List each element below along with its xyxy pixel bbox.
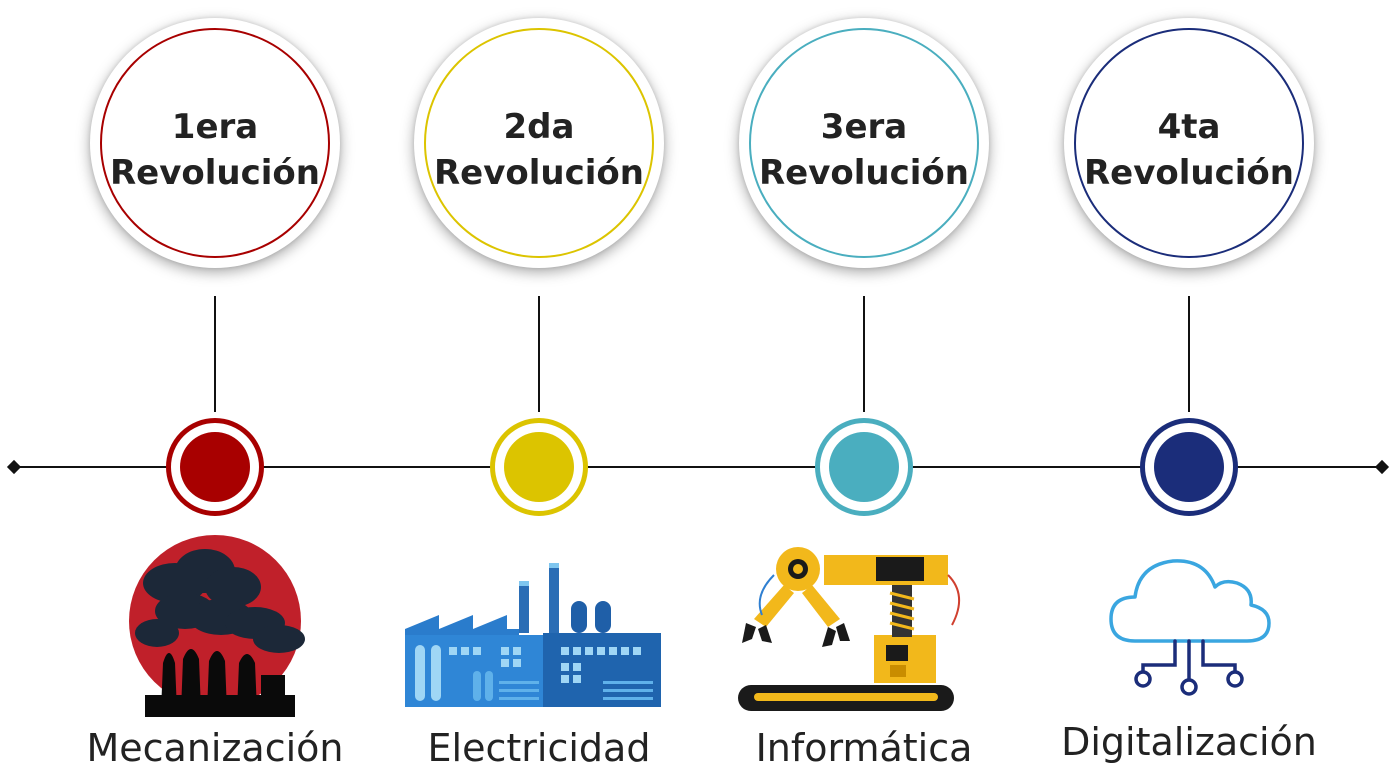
stage-4-node	[1140, 418, 1238, 516]
stage-3-caption: Informática	[755, 726, 973, 770]
stage-2-node	[490, 418, 588, 516]
stage-1-title-circle: 1era Revolución	[90, 18, 340, 268]
stage-1-title: 1era Revolución	[90, 104, 340, 196]
factory-smoke-icon	[65, 535, 365, 725]
stage-1-title-word: Revolución	[110, 153, 320, 193]
stage-4-title-word: Revolución	[1084, 153, 1294, 193]
stage-3: 3era Revolución	[734, 0, 994, 777]
timeline-start-marker	[6, 459, 22, 475]
stage-3-title-number: 3era	[820, 107, 908, 147]
stage-1-connector	[214, 296, 216, 412]
stage-4-title-number: 4ta	[1157, 107, 1221, 147]
stage-1: 1era Revolución	[85, 0, 345, 777]
stage-3-connector	[863, 296, 865, 412]
stage-3-title: 3era Revolución	[739, 104, 989, 196]
stage-2-title-circle: 2da Revolución	[414, 18, 664, 268]
stage-3-ring	[749, 28, 979, 258]
stage-2: 2da Revolución	[405, 0, 669, 777]
stage-2-connector	[538, 296, 540, 412]
stage-2-title-number: 2da	[503, 107, 575, 147]
stage-4-node-dot	[1154, 432, 1224, 502]
stage-3-title-circle: 3era Revolución	[739, 18, 989, 268]
stage-1-node	[166, 418, 264, 516]
stage-2-node-dot	[504, 432, 574, 502]
stage-1-caption: Mecanización	[86, 726, 344, 770]
stage-1-ring	[100, 28, 330, 258]
stage-3-title-word: Revolución	[759, 153, 969, 193]
robotic-arm-icon	[714, 535, 1014, 725]
stage-4-connector	[1188, 296, 1190, 412]
timeline-end-marker	[1374, 459, 1390, 475]
stage-1-node-dot	[180, 432, 250, 502]
industrial-plant-icon	[389, 535, 689, 725]
stage-4-caption: Digitalización	[1061, 720, 1317, 764]
stage-2-caption: Electricidad	[427, 726, 651, 770]
stage-1-title-number: 1era	[171, 107, 259, 147]
stage-4: 4ta Revolución Digitalización	[1059, 0, 1319, 777]
timeline-axis	[14, 466, 1378, 468]
stage-2-title: 2da Revolución	[414, 104, 664, 196]
stage-4-title: 4ta Revolución	[1064, 104, 1314, 196]
stage-3-node-dot	[829, 432, 899, 502]
stage-2-title-word: Revolución	[434, 153, 644, 193]
stage-4-ring	[1074, 28, 1304, 258]
stage-3-node	[815, 418, 913, 516]
stage-2-ring	[424, 28, 654, 258]
cloud-network-icon	[1039, 535, 1339, 725]
stage-4-title-circle: 4ta Revolución	[1064, 18, 1314, 268]
